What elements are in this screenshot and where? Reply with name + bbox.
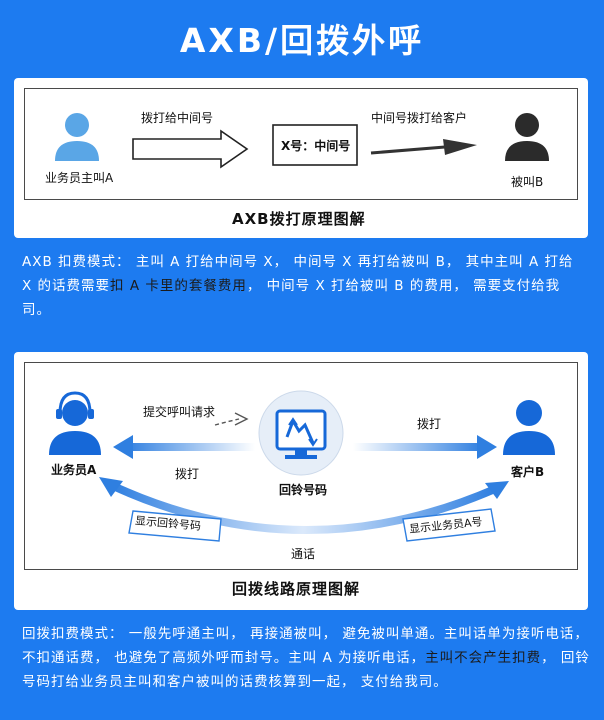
callee-label: 被叫B — [511, 175, 544, 189]
callback-caption: 回拨线路原理图解 — [232, 580, 361, 598]
right-arrow-icon — [353, 435, 497, 459]
dial-left-label: 拨打 — [175, 467, 200, 481]
arrow2-label: 中间号拨打给客户 — [371, 111, 468, 125]
center-label: 回铃号码 — [279, 483, 328, 497]
customer-label: 客户B — [511, 465, 545, 479]
agent-headset-icon — [49, 391, 101, 455]
callback-diagram-graphics — [49, 390, 555, 542]
axb-diagram-card: 业务员主叫A 拨打给中间号 X号：中间号 中间号拨打给客户 被叫B AXB拨打原… — [14, 78, 588, 238]
middle-number-box — [272, 124, 358, 166]
axb-diagram-frame: 业务员主叫A 拨打给中间号 X号：中间号 中间号拨打给客户 被叫B — [24, 88, 578, 200]
person-icon — [505, 113, 549, 161]
hollow-arrow-icon — [132, 129, 249, 169]
callback-diagram-frame: 业务员A 提交呼叫请求 拨打 回铃号码 拨打 客户B 显示回铃号码 显示业务员A… — [24, 362, 578, 570]
call-curve-arrow-icon — [99, 477, 509, 534]
callback-description-highlight: 主叫不会产生扣费 — [425, 650, 542, 666]
middle-number-label: X号：中间号 — [281, 139, 351, 153]
call-label: 通话 — [291, 547, 316, 561]
caller-label: 业务员主叫A — [45, 171, 114, 185]
left-arrow-icon — [113, 435, 255, 459]
callback-description: 回拨扣费模式： 一般先呼通主叫， 再接通被叫， 避免被叫单通。主叫话单为接听电话… — [22, 622, 592, 694]
customer-icon — [503, 400, 555, 455]
request-arrow-icon — [214, 412, 249, 426]
request-label: 提交呼叫请求 — [143, 405, 216, 419]
arrow1-label: 拨打给中间号 — [141, 111, 214, 125]
page-title: AXB/回拨外呼 — [179, 21, 425, 60]
axb-description-text-end: ， 中间号 X 打给被叫 B 的费用， 需要支付给我司。 — [22, 278, 561, 318]
callback-description-text-end: ， 回铃号码打给业务员主叫和客户被叫的话费核算到一起， 支付给我司。 — [22, 650, 590, 690]
axb-description-highlight: 扣 A 卡里的套餐费用 — [110, 278, 247, 294]
axb-diagram-graphics — [55, 113, 549, 169]
agent-label: 业务员A — [51, 463, 97, 477]
ribbon-left — [128, 510, 222, 542]
dial-right-label: 拨打 — [417, 417, 442, 431]
person-icon — [55, 113, 99, 161]
axb-description: AXB 扣费模式： 主叫 A 打给中间号 X， 中间号 X 再打给被叫 B， 其… — [22, 250, 584, 322]
ribbon-right — [402, 508, 496, 542]
callback-diagram-card: 业务员A 提交呼叫请求 拨打 回铃号码 拨打 客户B 显示回铃号码 显示业务员A… — [14, 352, 588, 610]
axb-description-text: AXB 扣费模式： 主叫 A 打给中间号 X， 中间号 X 再打给被叫 B， 其… — [22, 254, 574, 294]
solid-arrow-icon — [370, 139, 477, 155]
axb-caption: AXB拨打原理图解 — [232, 210, 366, 228]
monitor-icon — [258, 390, 344, 476]
callback-description-text: 回拨扣费模式： 一般先呼通主叫， 再接通被叫， 避免被叫单通。主叫话单为接听电话… — [22, 626, 589, 666]
